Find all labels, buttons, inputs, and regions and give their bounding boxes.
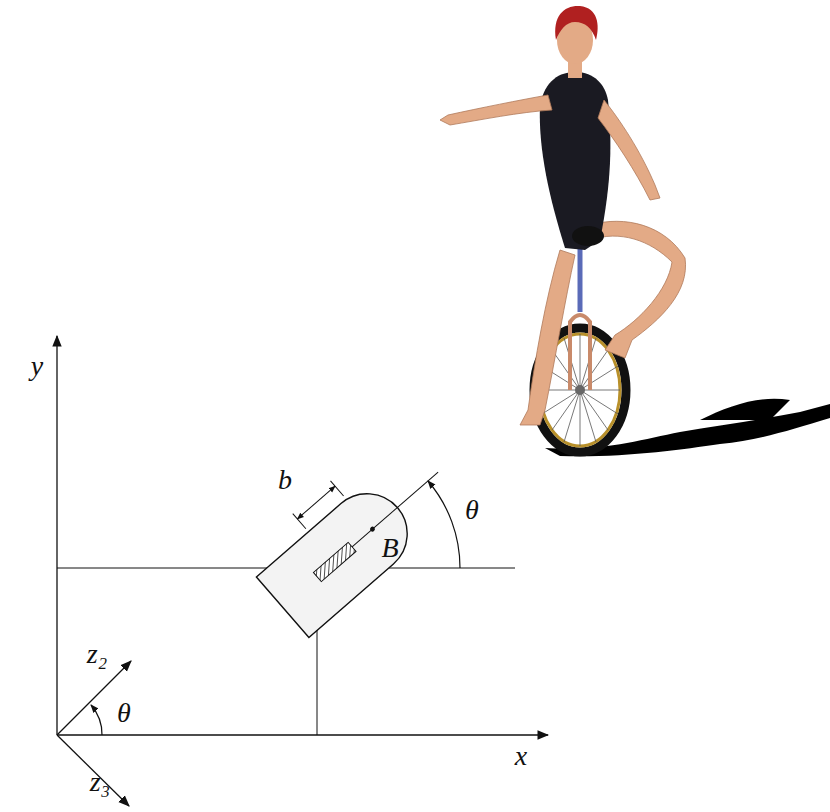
axis-label: y [31, 352, 43, 380]
axis-label: b [278, 466, 292, 494]
axis-label: z₃ [90, 768, 111, 796]
axis-label: x [515, 742, 527, 770]
axis-label: B [381, 534, 398, 562]
axis-label: θ [117, 699, 131, 727]
axis-label: z₂ [87, 640, 108, 668]
axis-label: θ [465, 496, 479, 524]
